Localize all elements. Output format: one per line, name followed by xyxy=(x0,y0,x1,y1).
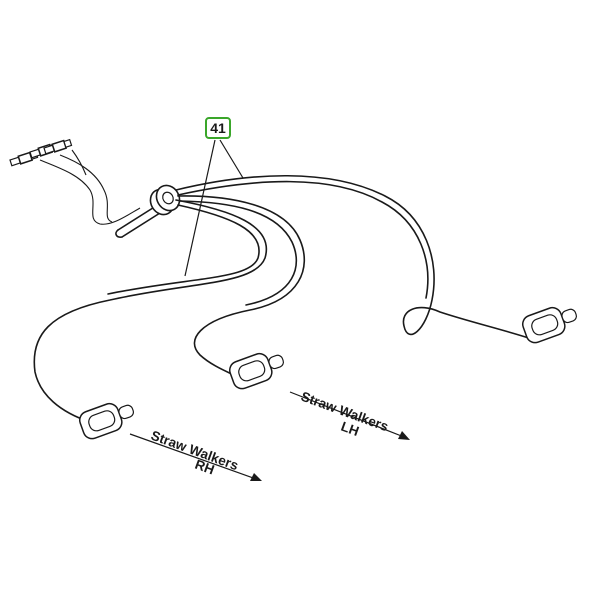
connector-lh xyxy=(228,352,284,390)
callout-41: 41 xyxy=(205,117,231,139)
connector-rh xyxy=(78,402,134,440)
connector-far-right xyxy=(521,306,577,344)
thin-pigtail-wires xyxy=(39,149,141,225)
label-lh-line2: LH xyxy=(339,419,361,439)
grommet xyxy=(115,184,181,238)
harness-cables xyxy=(33,174,536,423)
callout-number: 41 xyxy=(210,120,226,136)
label-rh-line2: RH xyxy=(193,457,216,478)
arrow-lh xyxy=(289,391,410,440)
callout-leaders xyxy=(184,139,244,277)
arrow-rh xyxy=(129,433,262,481)
terminal-plug-cluster xyxy=(9,138,73,167)
